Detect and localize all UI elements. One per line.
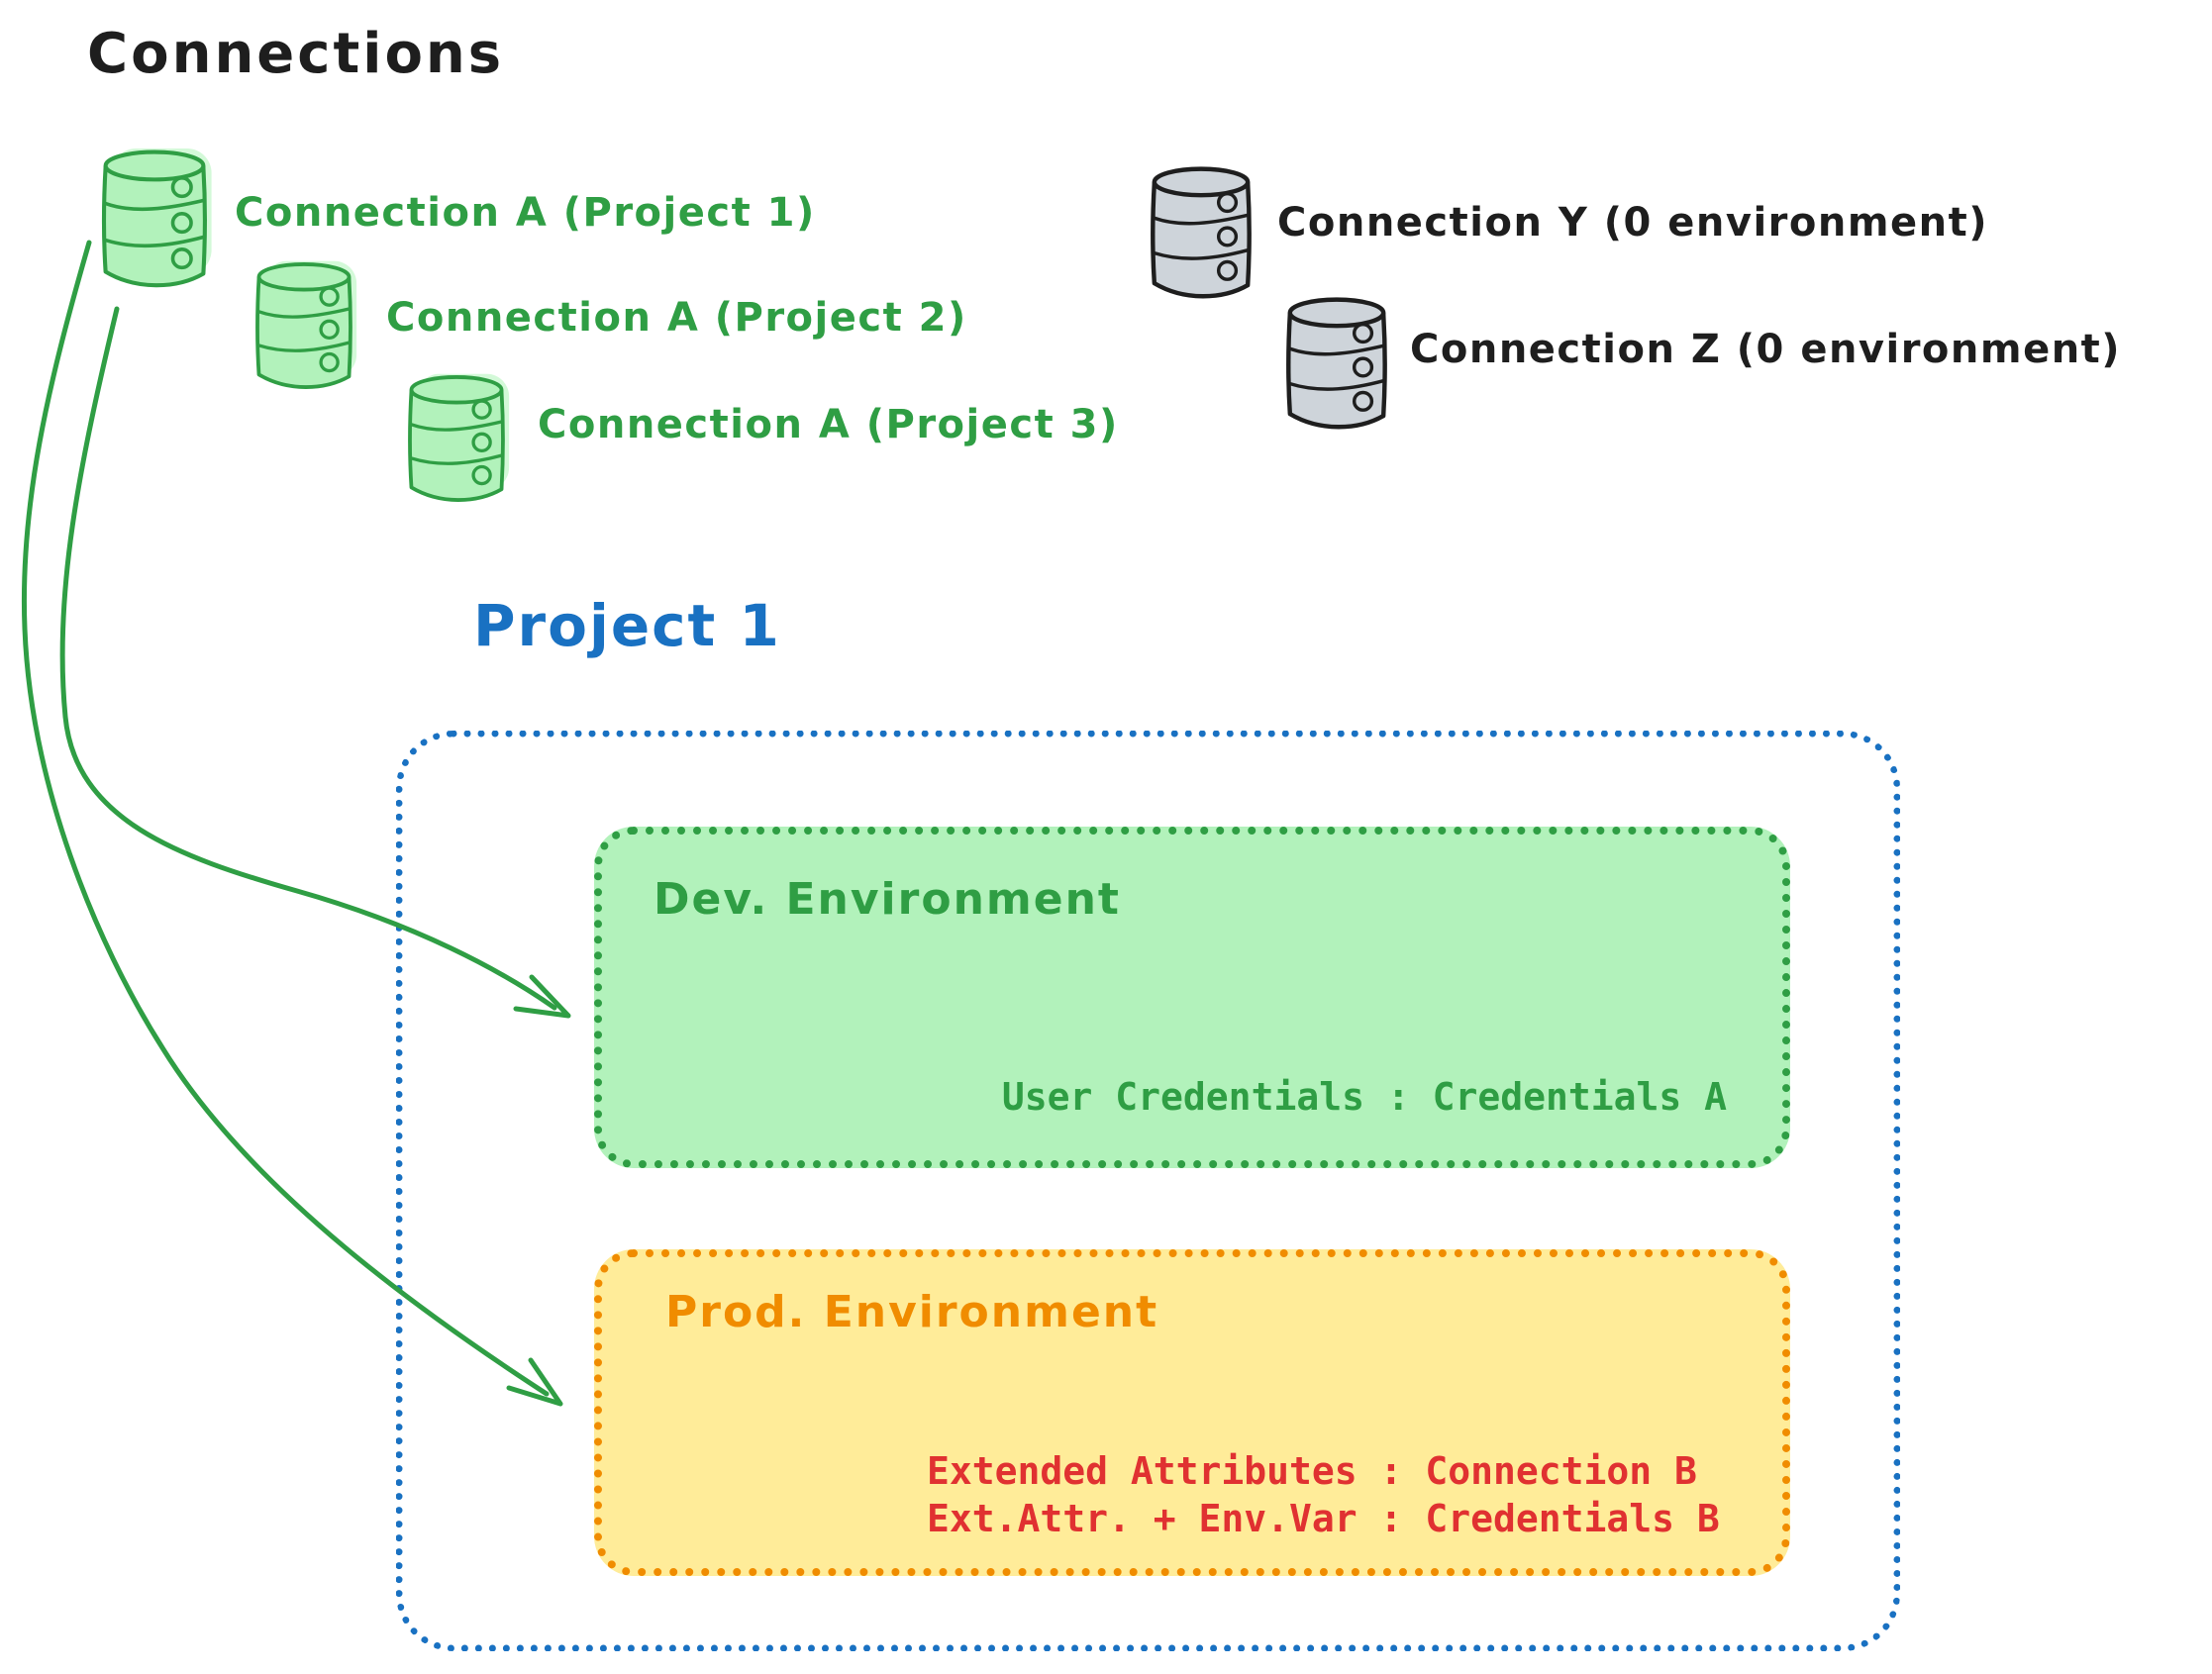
label-connection-a-project-3: Connection A (Project 3) [538,402,1119,447]
database-icon-connection-z [1280,289,1393,440]
prod-environment-box: Prod. Environment Extended Attributes : … [594,1249,1790,1576]
label-connection-y: Connection Y (0 environment) [1277,200,1989,246]
prod-mapping-env-var: Ext.Attr. + Env.Var : Credentials B [927,1497,1720,1540]
prod-environment-title: Prod. Environment [665,1287,1159,1337]
database-icon-connection-a-project-3 [402,366,511,513]
diagram-title: Connections [87,22,505,86]
prod-mapping-extended-attributes: Extended Attributes : Connection B [927,1449,1697,1493]
label-connection-a-project-1: Connection A (Project 1) [235,190,816,236]
database-icon-connection-y [1145,158,1257,309]
dev-environment-box: Dev. Environment User Credentials : Cred… [594,827,1790,1168]
label-connection-a-project-2: Connection A (Project 2) [386,295,967,341]
database-icon-connection-a-project-2 [250,253,358,400]
dev-environment-title: Dev. Environment [654,874,1121,925]
dev-credential-mapping: User Credentials : Credentials A [1001,1075,1727,1119]
project-1-title: Project 1 [473,592,781,659]
prod-credential-mappings: Extended Attributes : Connection B Ext.A… [927,1447,1720,1542]
label-connection-z: Connection Z (0 environment) [1410,327,2122,372]
database-icon-connection-a-project-1 [95,148,214,291]
